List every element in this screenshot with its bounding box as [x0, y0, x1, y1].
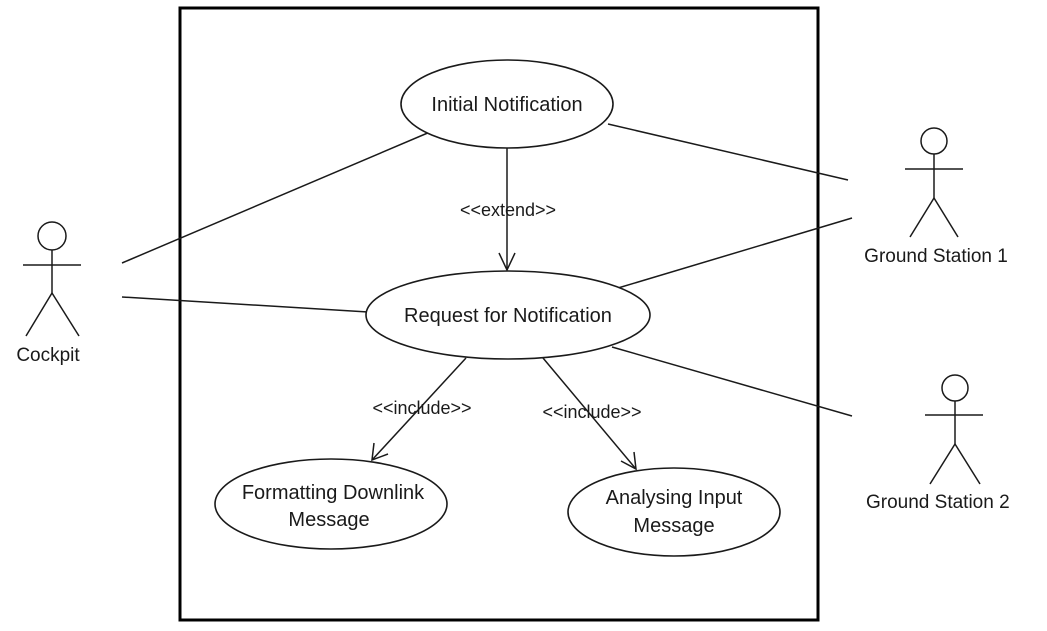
association-cockpit-initial-notification [121, 131, 431, 264]
use-case-analysing-input-label-line1: Analysing Input [606, 487, 743, 509]
association-request-ground-station-2 [611, 346, 853, 417]
use-case-request-for-notification: Request for Notification [365, 270, 651, 360]
use-case-initial-notification: Initial Notification [400, 59, 614, 149]
use-case-formatting-downlink-message: Formatting Downlink Message [214, 458, 448, 550]
actor-head-icon [941, 374, 969, 402]
system-boundary [178, 6, 820, 622]
include-label-formatting: <<include>> [372, 398, 471, 418]
association-initial-notification-ground-station-1 [607, 123, 849, 181]
extend-label: <<extend>> [460, 200, 556, 220]
use-case-formatting-downlink-label-line1: Formatting Downlink [242, 482, 425, 504]
include-arrow-formatting [371, 357, 467, 462]
association-cockpit-request-for-notification [121, 296, 369, 313]
use-case-initial-notification-label: Initial Notification [431, 94, 582, 116]
use-case-analysing-input-message: Analysing Input Message [567, 467, 781, 557]
use-case-analysing-input-label-line2: Message [633, 515, 714, 537]
actor-head-icon [37, 221, 67, 251]
use-case-request-for-notification-label: Request for Notification [404, 305, 612, 327]
actor-ground-station-2: Ground Station 2 [866, 374, 1010, 513]
association-request-ground-station-1 [617, 217, 853, 289]
use-case-formatting-downlink-label-line2: Message [288, 509, 369, 531]
actor-ground-station-1: Ground Station 1 [864, 127, 1008, 267]
include-label-analysing: <<include>> [542, 402, 641, 422]
actor-ground-station-2-label: Ground Station 2 [866, 492, 1010, 513]
actor-cockpit: Cockpit [16, 221, 81, 366]
actor-head-icon [920, 127, 948, 155]
actor-ground-station-1-label: Ground Station 1 [864, 246, 1008, 267]
extend-arrow [498, 146, 516, 272]
include-arrow-analysing [542, 357, 637, 471]
actor-cockpit-label: Cockpit [16, 345, 80, 366]
